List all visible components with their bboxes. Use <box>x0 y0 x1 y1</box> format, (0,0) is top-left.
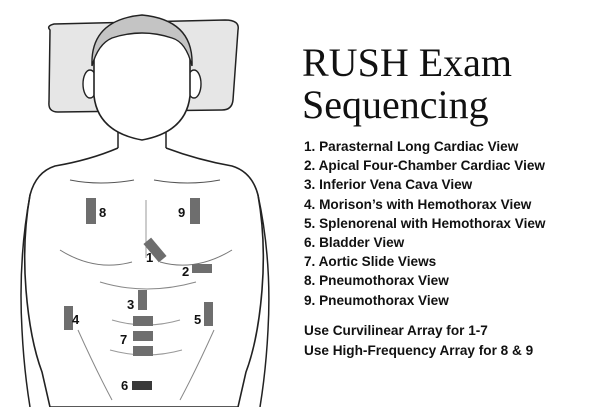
probe-8 <box>86 198 96 224</box>
probe-7b <box>133 331 153 341</box>
probe-6 <box>132 381 152 390</box>
probe-label-6: 6 <box>121 378 128 393</box>
probe-label-9: 9 <box>178 205 185 220</box>
probe-5 <box>204 302 213 326</box>
probe-7a <box>133 316 153 326</box>
view-item: 4. Morison’s with Hemothorax View <box>304 196 532 212</box>
view-item: 7. Aortic Slide Views <box>304 254 437 270</box>
pectoral-right <box>159 249 233 266</box>
probe-9 <box>190 198 200 224</box>
probe-label-5: 5 <box>194 312 201 327</box>
probe-label-3: 3 <box>127 297 134 312</box>
probe-4 <box>64 306 73 330</box>
torso <box>23 147 265 407</box>
hip-left <box>77 329 113 401</box>
title-line-1: RUSH Exam <box>302 40 512 85</box>
probe-label-2: 2 <box>182 264 189 279</box>
rib-margin <box>99 281 197 290</box>
probe-notes: Use Curvilinear Array for 1-7 Use High-F… <box>304 321 533 360</box>
probe-1 <box>143 237 167 263</box>
note-curvilinear: Use Curvilinear Array for 1-7 <box>304 323 488 338</box>
arm-right <box>257 194 270 407</box>
view-item: 6. Bladder View <box>304 235 405 251</box>
probe-label-4: 4 <box>72 312 80 327</box>
arm-left <box>20 194 31 407</box>
collarbone-left <box>69 179 135 184</box>
view-item: 1. Parasternal Long Cardiac View <box>304 139 519 154</box>
hair <box>91 14 193 67</box>
note-high-frequency: Use High-Frequency Array for 8 & 9 <box>304 342 534 358</box>
probe-7c <box>133 346 153 356</box>
pectoral-left <box>59 249 133 266</box>
view-item: 3. Inferior Vena Cava View <box>304 177 473 193</box>
view-item: 5. Splenorenal with Hemothorax View <box>304 215 546 231</box>
collarbone-right <box>153 179 221 184</box>
view-item: 2. Apical Four-Chamber Cardiac View <box>304 158 545 174</box>
view-list: 1. Parasternal Long Cardiac View 2. Apic… <box>304 137 545 310</box>
title-line-2: Sequencing <box>302 82 489 127</box>
view-item: 9. Pneumothorax View <box>304 292 449 308</box>
probe-2 <box>192 264 212 273</box>
probe-3 <box>138 290 147 310</box>
patient-illustration: 8 9 1 2 3 4 5 7 6 <box>20 14 270 407</box>
hip-right <box>179 329 215 401</box>
probe-label-1: 1 <box>146 250 153 265</box>
probe-label-7: 7 <box>120 332 127 347</box>
probe-label-8: 8 <box>99 205 106 220</box>
view-item: 8. Pneumothorax View <box>304 273 449 289</box>
